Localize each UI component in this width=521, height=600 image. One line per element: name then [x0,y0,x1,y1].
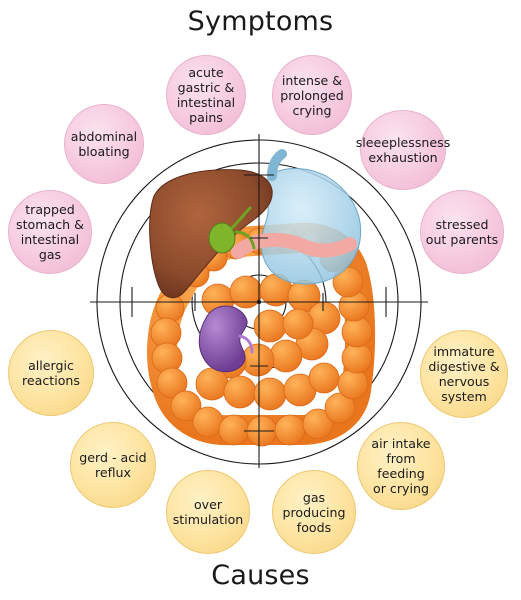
target-center-dot [256,299,262,305]
pancreas [231,232,357,259]
causes-heading: Causes [211,560,310,591]
cause-bubble: over stimulation [166,470,250,554]
digestive-organs-illustration [147,149,376,447]
cause-bubble: gerd - acid reflux [70,422,156,508]
stomach [260,168,362,285]
symptom-bubble: intense & prolonged crying [272,55,352,135]
cause-bubble: gas producing foods [272,470,356,554]
symptoms-heading: Symptoms [187,6,334,37]
cause-bubble: air intake from feeding or crying [357,422,445,510]
kidney [198,305,248,373]
symptom-bubble: sleeeplessness exhaustion [356,110,450,190]
symptom-bubble: trapped stomach & intestinal gas [8,190,92,274]
gallbladder [208,222,236,254]
symptom-bubble: abdominal bloating [64,104,144,184]
cause-bubble: allergic reactions [8,330,94,416]
symptom-bubble: stressed out parents [420,190,504,274]
symptom-bubble: acute gastric & intestinal pains [166,55,246,135]
cause-bubble: immature digestive & nervous system [420,330,508,418]
